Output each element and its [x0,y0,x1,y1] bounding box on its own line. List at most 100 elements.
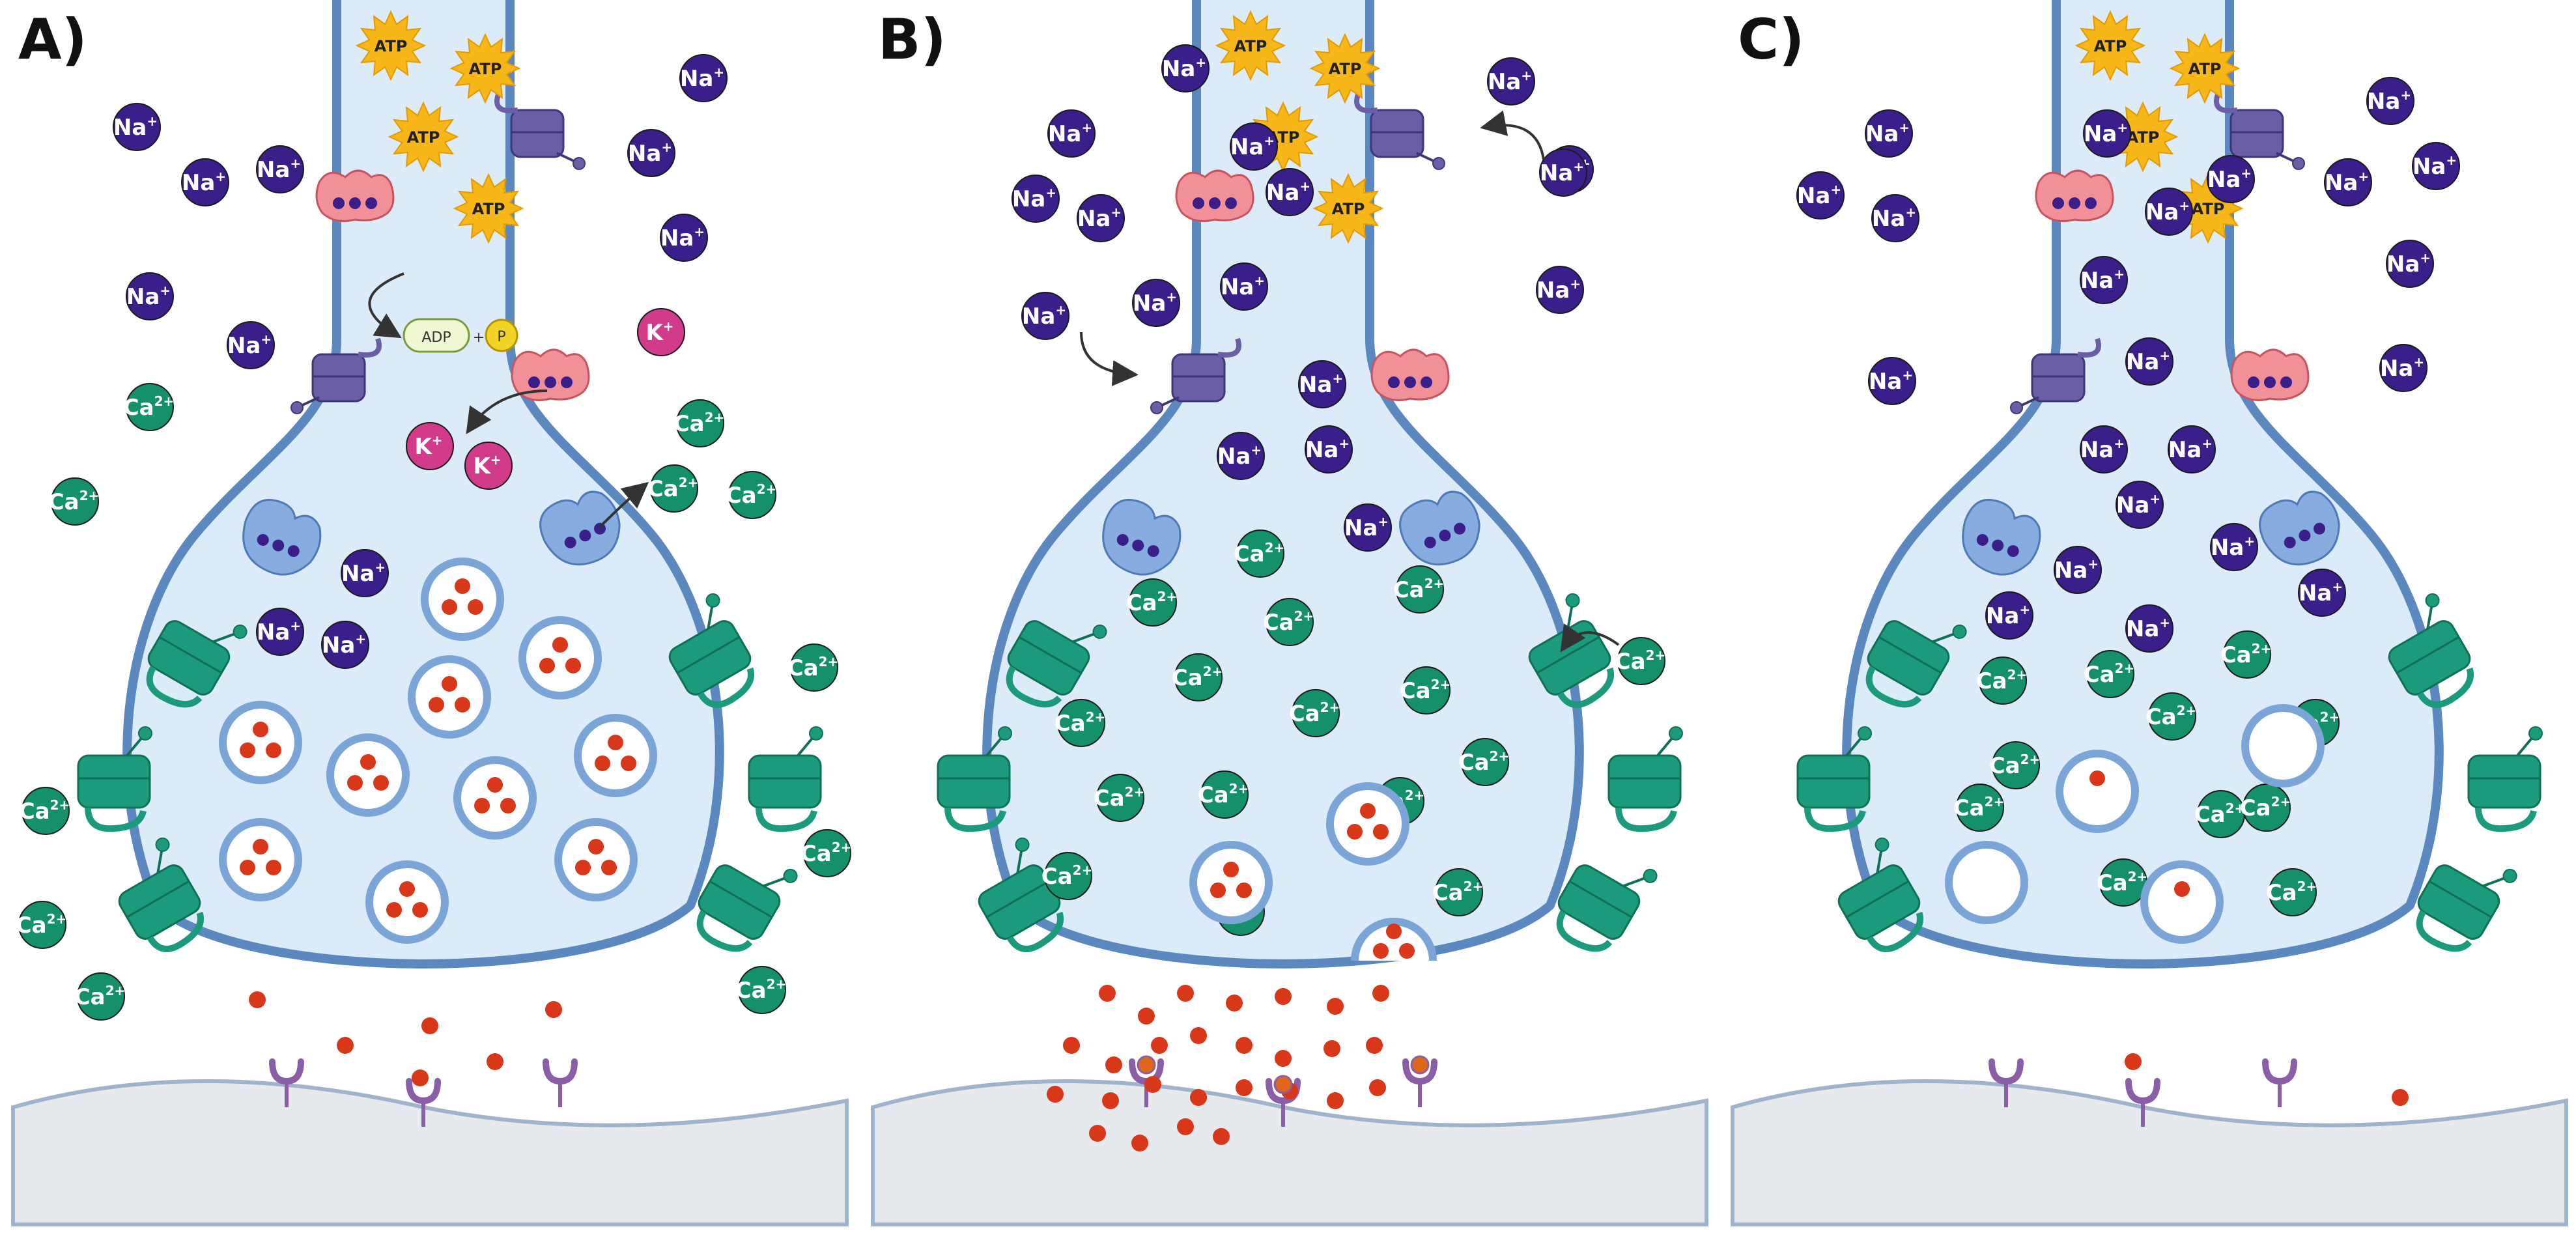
sodium-ion-label: Na+ [628,139,672,167]
sodium-ion: Na+ [321,621,369,669]
sodium-ion: Na+ [2324,158,2372,206]
sodium-potassium-pump [1370,348,1450,401]
bound-sodium [1404,376,1416,388]
sodium-ion-label: Na+ [1305,436,1350,463]
calcium-ion-label: Ca2+ [1126,589,1178,616]
neurotransmitter-molecule [399,881,415,897]
sodium-ion-label: Na+ [1133,289,1177,317]
calcium-channel [2467,726,2543,832]
neurotransmitter-molecule [1323,1040,1340,1057]
synaptic-vesicle [2241,704,2325,787]
calcium-channel [1865,620,1967,708]
calcium-ion-label: Ca2+ [1289,700,1340,727]
neurotransmitter-molecule [442,676,457,692]
sodium-ion-label: Na+ [1266,178,1310,206]
neurotransmitter-molecule [1373,824,1389,840]
bound-sodium [2280,376,2292,388]
sodium-ion-label: Na+ [341,559,386,587]
neurotransmitter-molecule [1275,1050,1292,1067]
calcium-ion-label: Ca2+ [1458,748,1510,776]
sodium-ion-label: Na+ [113,113,158,141]
calcium-ion: Ca2+ [1234,530,1284,578]
calcium-channel [118,837,204,952]
sodium-ion-label: Na+ [1162,55,1206,82]
sodium-ion-label: Na+ [680,64,724,92]
neurotransmitter-molecule [429,697,444,713]
postsynaptic-receptor [543,1058,578,1107]
bound-sodium [2248,376,2259,388]
calcium-ion: Ca2+ [16,901,66,949]
neurotransmitter-molecule [347,775,363,791]
neurotransmitter-molecule [360,754,376,770]
adp-label: ADP [421,330,451,346]
sodium-ion: Na+ [126,272,174,320]
synaptic-vesicle [1189,841,1273,924]
sodium-ion: Na+ [2080,256,2128,304]
sodium-ion-label: Na+ [257,156,301,183]
sodium-ion-label: Na+ [2380,354,2424,382]
synaptic-vesicle [219,701,302,784]
sodium-ion: Na+ [679,54,728,102]
calcium-ion: Ca2+ [800,829,851,877]
synaptic-vesicle [554,818,638,901]
sodium-channel [2010,337,2101,414]
sodium-channel [1354,93,1445,170]
neurotransmitter-molecule [249,991,266,1008]
atp-molecule: ATP [355,10,427,81]
neurotransmitter-molecule [1190,1027,1207,1044]
neurotransmitter-molecule [1177,985,1194,1002]
bound-sodium [2052,197,2064,209]
bound-sodium [1225,197,1237,209]
bound-sodium [287,545,300,558]
calcium-ion-label: Ca2+ [735,976,787,1004]
calcium-ion: Ca2+ [2097,858,2147,907]
sodium-ion: Na+ [1868,357,1916,405]
calcium-ion-label: Ca2+ [74,983,126,1010]
calcium-ion-label: Ca2+ [647,475,699,502]
calcium-ion: Ca2+ [1458,738,1510,786]
neurotransmitter-molecule [1099,985,1116,1002]
calcium-channel [937,726,1012,832]
sodium-ion: Na+ [2145,188,2193,236]
neurotransmitter-molecule [539,658,555,673]
panel-2: B)ATPATPATPATPNa+Na+Na+Na+Na+Na+Na+Na+Na… [871,0,1708,1226]
neurotransmitter-molecule [240,860,255,875]
calcium-ion: Ca2+ [647,464,699,513]
neurotransmitter-molecule [1347,824,1363,840]
atp-label: ATP [2127,128,2160,147]
atp-molecule: ATP [2074,10,2146,81]
potassium-ion: K+ [464,442,513,490]
sodium-ion-label: Na+ [1344,514,1389,541]
neurotransmitter-molecule [588,839,604,855]
plus-sign: + [473,330,485,346]
sodium-ion: Na+ [1021,292,1069,340]
sodium-ion: Na+ [1161,44,1210,92]
postsynaptic-receptor [406,1078,441,1127]
bound-sodium [2069,197,2080,209]
calcium-ion: Ca2+ [1989,741,2040,789]
sodium-ion-label: Na+ [2054,556,2099,584]
neurotransmitter-molecule [545,1001,562,1018]
atp-label: ATP [2094,37,2127,55]
bound-neurotransmitter [1273,1075,1293,1094]
postsynaptic-receptor [2262,1058,2297,1107]
neurotransmitter-molecule [442,599,457,615]
neurotransmitter-molecule [500,798,516,813]
neurotransmitter-molecule [266,742,281,758]
calcium-ion: Ca2+ [19,787,70,835]
postsynaptic-receptor [1402,1058,1437,1107]
neurotransmitter-molecule [240,742,255,758]
sodium-ion: Na+ [1230,122,1278,171]
calcium-channel [748,726,823,832]
sodium-ion-label: Na+ [126,283,171,310]
sodium-ion-label: Na+ [1872,205,1916,232]
calcium-ion: Ca2+ [1400,666,1451,714]
postsynaptic-receptor [269,1058,304,1107]
neurotransmitter-molecule [1063,1037,1080,1054]
flow-arrow [598,481,649,529]
sodium-ion: Na+ [1796,171,1845,219]
sodium-ion: Na+ [1536,266,1584,314]
sodium-ion: Na+ [181,158,229,206]
bound-sodium [1147,545,1159,558]
calcium-ion-label: Ca2+ [1094,784,1145,812]
